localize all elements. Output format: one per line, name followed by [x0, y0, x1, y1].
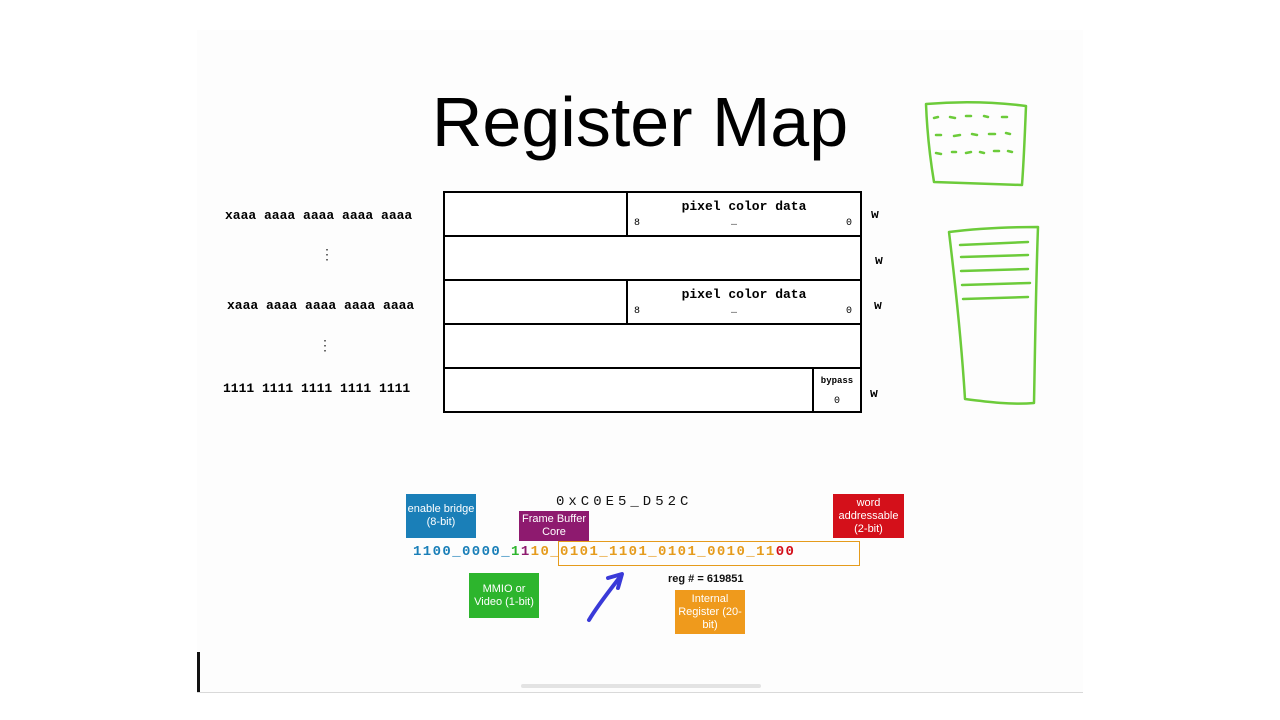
row-address-1: xaaa aaaa aaaa aaaa aaaa [225, 208, 413, 223]
sketch-box-icon [924, 101, 1028, 187]
row-suffix-w: w [870, 386, 878, 401]
row-address-3: 1111 1111 1111 1111 1111 [223, 381, 411, 396]
row-suffix-w: w [875, 253, 883, 268]
pixel-color-field: pixel color data 8 … 0 [626, 281, 860, 323]
hex-address: 0xC0E5_D52C [556, 494, 693, 510]
bypass-label: bypass [820, 376, 854, 386]
row-suffix-w: w [871, 207, 879, 222]
tag-frame-buffer-core: Frame Buffer Core [519, 511, 589, 541]
arrow-icon [587, 572, 624, 622]
tag-enable-bridge: enable bridge (8-bit) [406, 494, 476, 538]
high-bit: 8 [634, 218, 641, 229]
tag-internal-register: Internal Register (20-bit) [675, 590, 745, 634]
row-address-2: xaaa aaaa aaaa aaaa aaaa [227, 298, 415, 313]
binary-address: 1100_0000_1110_0101_1101_0101_0010_1100 [413, 544, 795, 560]
scroll-indicator[interactable] [521, 684, 761, 688]
tag-word-addressable: word addressable (2-bit) [833, 494, 904, 538]
internal-register-highlight [558, 541, 860, 566]
bits-frame-buffer-core: 1 [520, 544, 531, 560]
low-bit: 0 [845, 306, 852, 317]
register-row-1: pixel color data 8 … 0 [443, 191, 862, 237]
bypass-field: bypass 0 [812, 369, 860, 411]
low-bit: 0 [834, 396, 841, 407]
bits-word-addressable: 00 [775, 544, 796, 560]
register-row-3: pixel color data 8 … 0 [443, 279, 862, 325]
field-label: pixel color data [681, 287, 807, 302]
bits-internal-register: 10_0101_1101_0101_0010_11 [530, 544, 776, 560]
low-bit: 0 [845, 218, 852, 229]
sketch-list-icon [947, 225, 1040, 405]
page-title: Register Map [431, 83, 849, 161]
pixel-color-field: pixel color data 8 … 0 [626, 193, 860, 235]
bit-ellipsis: … [731, 218, 738, 229]
field-label: pixel color data [681, 199, 807, 214]
register-row-5: bypass 0 [443, 367, 862, 413]
row-suffix-w: w [874, 298, 882, 313]
bit-ellipsis: … [731, 306, 738, 317]
register-row-4 [443, 323, 862, 369]
bits-enable-bridge: 1100_0000_ [413, 544, 512, 560]
bits-mmio-video: 1 [511, 544, 521, 560]
high-bit: 8 [634, 306, 641, 317]
text-cursor [197, 652, 200, 692]
register-number: reg # = 619851 [668, 573, 744, 585]
tag-mmio-video: MMIO or Video (1-bit) [469, 573, 539, 618]
